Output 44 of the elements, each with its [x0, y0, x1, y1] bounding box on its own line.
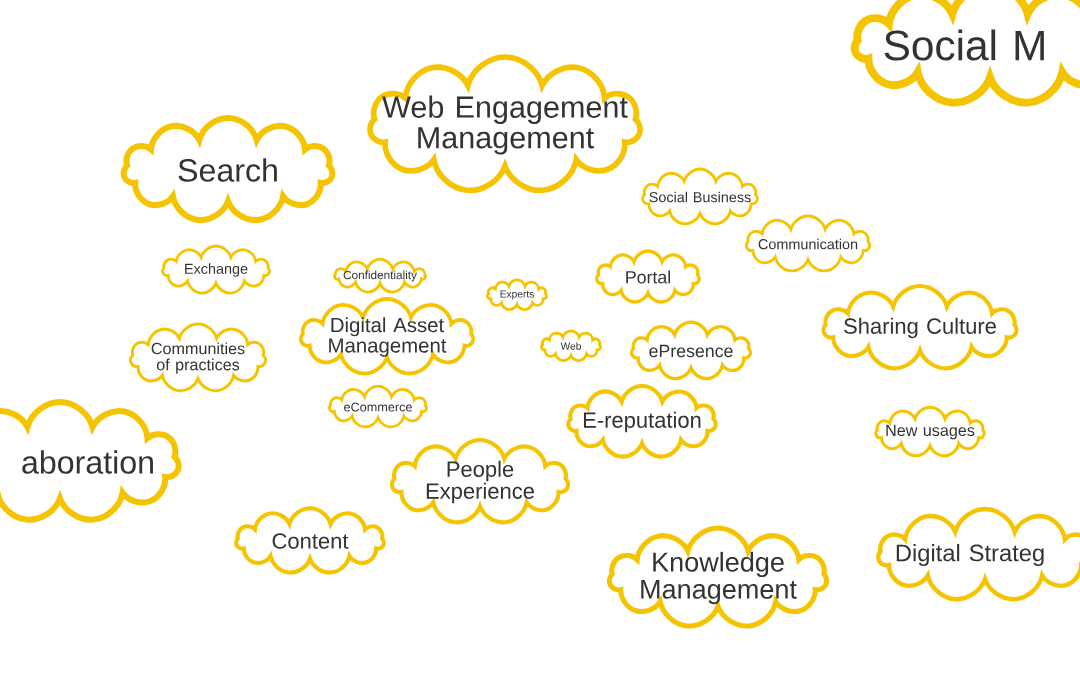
cloud-label: Social M — [884, 29, 1044, 61]
cloud-shape — [0, 399, 182, 523]
cloud-shape — [874, 405, 986, 458]
cloud-shape — [745, 214, 871, 273]
cloud-label: Experts — [500, 290, 534, 300]
cloud-label: People Experience — [426, 460, 534, 504]
cloud-shape — [299, 297, 476, 376]
cloud-shape — [129, 322, 267, 393]
cloud-label: Digital Strateg — [896, 543, 1044, 567]
cloud-label: Web Engagement Management — [382, 95, 628, 155]
cloud-label: Communication — [758, 238, 858, 250]
cloud-label: New usages — [886, 424, 975, 440]
cloud-label: Sharing Culture — [844, 317, 996, 339]
cloud-shape — [641, 167, 759, 226]
cloud-shape — [120, 115, 336, 223]
cloud-label: Search — [178, 158, 277, 182]
cloud-shape — [161, 244, 271, 295]
cloud-shape — [821, 283, 1019, 371]
cloud-shape — [566, 383, 718, 459]
cloud-shape — [606, 525, 830, 629]
cloud-shape — [876, 506, 1080, 602]
cloud-label: E-reputation — [583, 411, 701, 433]
cloud-shape — [850, 0, 1080, 107]
cloud-shape — [328, 384, 428, 429]
cloud-shape — [389, 437, 571, 525]
cloud-label: Portal — [626, 270, 670, 284]
cloud-label: Communities of practices — [151, 342, 245, 374]
cloud-label: Digital Asset Management — [329, 317, 447, 357]
cloud-shape — [595, 249, 701, 304]
cloud-shape — [540, 329, 602, 363]
cloud-label: Web — [560, 342, 581, 350]
cloud-shape — [630, 320, 752, 381]
cloud-label: Content — [272, 533, 349, 549]
cloud-shape — [486, 278, 548, 312]
cloud-shape — [333, 257, 427, 294]
cloud-label: Knowledge Management — [641, 551, 797, 605]
cloud-label: Social Business — [649, 191, 751, 203]
cloud-shape — [367, 54, 643, 194]
cloud-shape — [234, 506, 386, 575]
cloud-label: Confidentiality — [343, 270, 417, 282]
cloud-label: Exchange — [185, 263, 248, 277]
cloud-label: ePresence — [649, 344, 733, 358]
cloud-label: aboration — [22, 450, 153, 474]
cloud-label: eCommerce — [344, 402, 412, 412]
